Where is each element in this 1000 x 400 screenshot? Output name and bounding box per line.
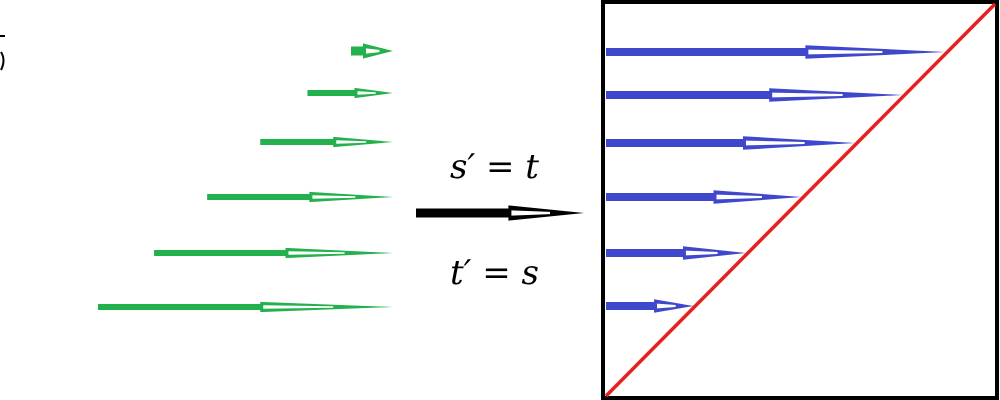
left-arrow-2-head-hollow: [357, 91, 376, 95]
left-arrow-4: [207, 191, 393, 203]
left-arrow-5-shaft: [154, 250, 290, 256]
right-arrow-5-shaft: [606, 249, 687, 257]
right-arrow-4: [606, 190, 802, 204]
diagonal-line: [604, 2, 997, 398]
right-arrow-5: [606, 246, 746, 260]
square-frame: [601, 0, 999, 400]
left-arrow-6-shaft: [98, 304, 265, 310]
map-arrow-body-head-hollow: [511, 210, 550, 216]
left-arrow-1-shaft: [351, 46, 367, 56]
right-arrow-1: [606, 45, 946, 59]
left-arrow-3: [260, 136, 393, 148]
right-arrow-2-head-hollow: [772, 92, 843, 98]
left-arrow-2-shaft: [307, 90, 359, 96]
left-arrow-5-head-hollow: [288, 251, 345, 255]
right-arrow-6: [606, 299, 694, 313]
right-arrow-4-shaft: [606, 193, 718, 201]
right-arrow-2-shaft: [606, 91, 774, 99]
equation-t-prime: t′ = s: [450, 253, 539, 293]
left-arrow-1-head-hollow: [366, 48, 380, 54]
edge-mark: [0, 35, 5, 71]
right-arrow-6-shaft: [606, 302, 659, 310]
map-arrow-body: [416, 205, 584, 221]
left-arrow-2: [307, 87, 393, 99]
left-arrow-4-head-hollow: [312, 195, 356, 199]
right-arrow-4-head-hollow: [716, 194, 762, 200]
left-arrow-5: [154, 247, 393, 259]
left-arrow-3-head-hollow: [336, 140, 367, 144]
right-arrow-3-shaft: [606, 139, 747, 147]
map-arrow-body-shaft: [416, 208, 513, 218]
left-arrow-group: [98, 43, 393, 313]
left-arrow-3-shaft: [260, 139, 338, 145]
right-arrow-3-head-hollow: [745, 140, 805, 146]
right-arrow-group: [606, 45, 946, 313]
mapping-arrow: [416, 205, 584, 221]
left-arrow-6-head-hollow: [263, 305, 334, 309]
right-square-group: [601, 0, 999, 400]
right-arrow-1-head-hollow: [808, 49, 883, 55]
right-arrow-2: [606, 88, 903, 102]
right-arrow-3: [606, 136, 856, 150]
left-arrow-4-shaft: [207, 194, 314, 200]
left-arrow-1: [351, 43, 393, 59]
left-arrow-6: [98, 301, 393, 313]
equation-s-prime: s′ = t: [450, 147, 539, 187]
right-arrow-5-head-hollow: [685, 250, 718, 256]
right-arrow-1-shaft: [606, 48, 810, 56]
right-arrow-6-head-hollow: [657, 303, 676, 309]
